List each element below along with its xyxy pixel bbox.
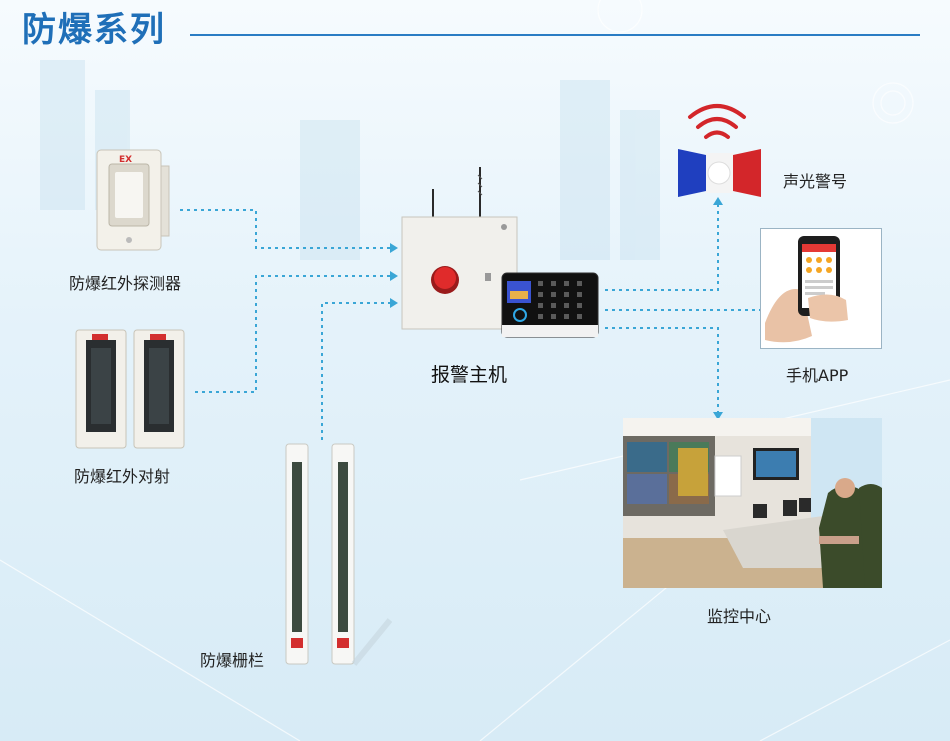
fence-device	[285, 443, 392, 666]
label-monitor-center: 监控中心	[707, 607, 772, 626]
title-underline	[190, 34, 920, 36]
label-siren: 声光警号	[783, 172, 848, 191]
wire-beam-to-host	[195, 275, 390, 393]
label-beam-pair: 防爆红外对射	[74, 467, 171, 486]
siren-device	[678, 104, 761, 197]
beam-pair-device	[75, 329, 185, 449]
label-fence: 防爆栅栏	[200, 651, 265, 670]
monitor-center-photo	[623, 418, 882, 588]
page-title: 防爆系列	[22, 10, 166, 50]
alarm-host-device	[401, 167, 599, 338]
label-alarm-host: 报警主机	[431, 364, 508, 386]
label-app: 手机APP	[786, 366, 849, 385]
label-pir-detector: 防爆红外探测器	[69, 274, 182, 293]
wire-pir-to-host	[180, 209, 390, 249]
pir-detector-device: EX	[96, 149, 170, 251]
wire-host-to-monitor	[605, 327, 719, 415]
wire-host-to-siren	[605, 205, 719, 291]
wire-fence-to-host	[321, 302, 390, 440]
phone-app-device	[760, 228, 882, 349]
ex-mark: EX	[119, 155, 132, 165]
